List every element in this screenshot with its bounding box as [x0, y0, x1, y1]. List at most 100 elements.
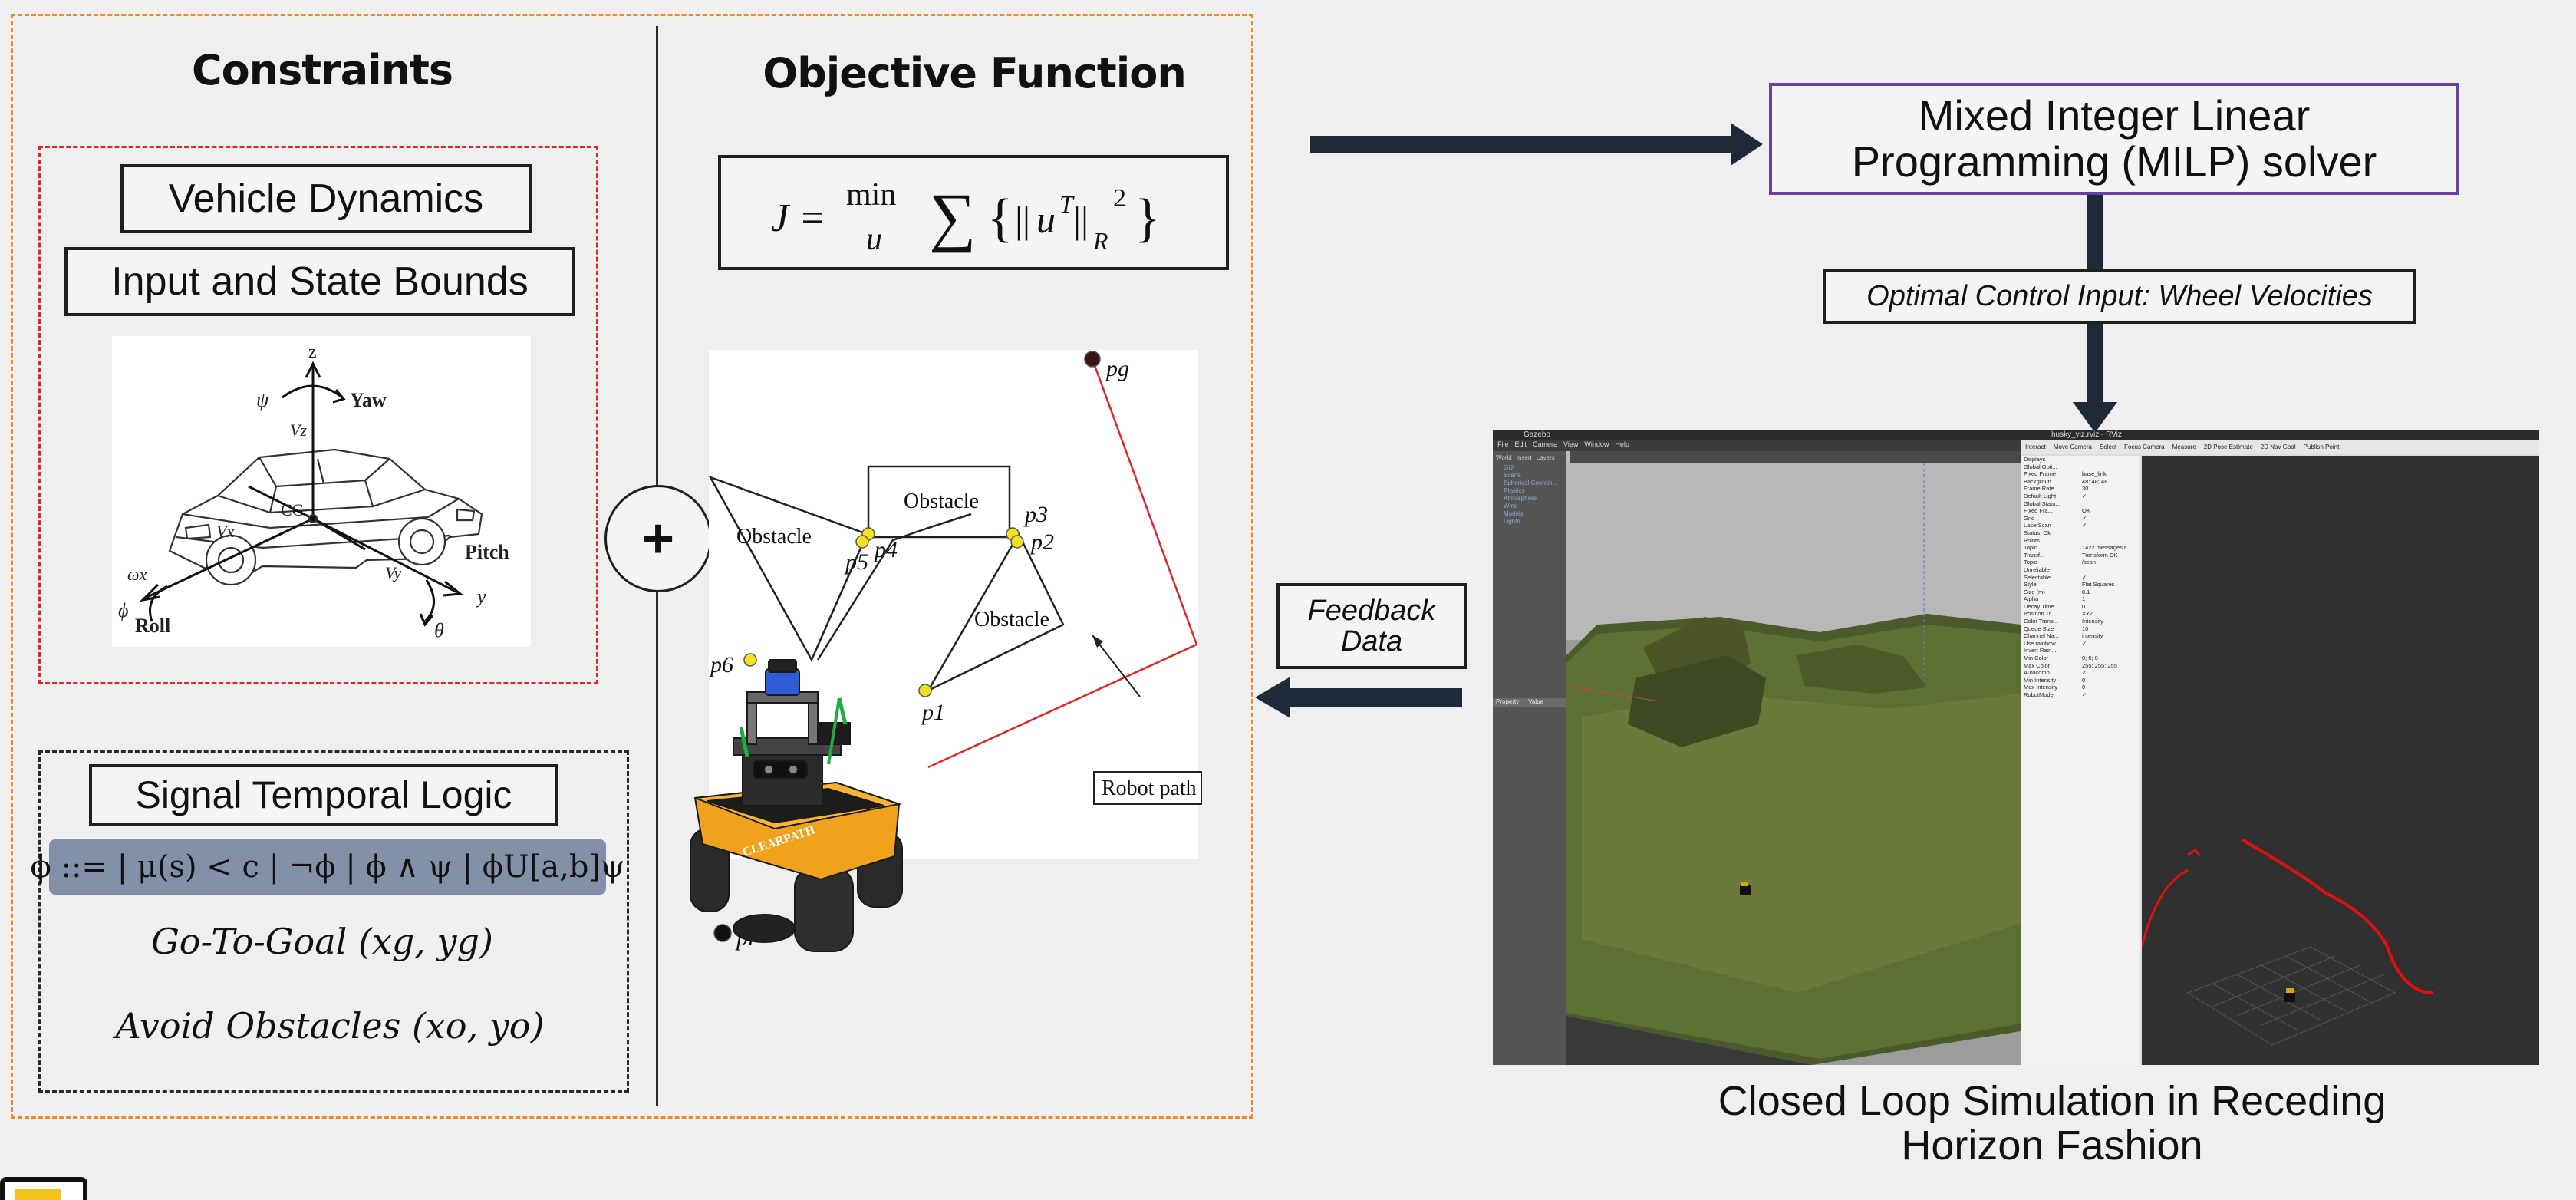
rviz-display-row[interactable]: Min Intensity 0	[2024, 677, 2140, 684]
rviz-display-row[interactable]: Points	[2024, 537, 2140, 545]
dynamics-constraints-box	[38, 146, 598, 684]
rviz-tool-pose-estimate[interactable]: 2D Pose Estimate	[2203, 443, 2253, 450]
feedback-arrow	[1289, 688, 1462, 707]
gazebo-tree-scene[interactable]: Scene	[1504, 472, 1521, 479]
rviz-display-value: ✓	[2082, 669, 2087, 677]
rviz-display-key: Color Trans...	[2024, 618, 2059, 625]
stl-specification-box	[38, 750, 629, 1093]
gazebo-menubar[interactable]: File Edit Camera View Window Help	[1493, 440, 2021, 451]
rviz-display-row[interactable]: Grid✓	[2024, 515, 2140, 523]
rviz-display-key: Topic	[2024, 559, 2037, 566]
rviz-display-row[interactable]: RobotModel ✓	[2024, 691, 2140, 699]
rviz-display-key: Min Intensity	[2024, 676, 2057, 684]
rviz-display-value: ✓	[2082, 691, 2087, 698]
rviz-title: husky_viz.rviz - RViz	[2051, 430, 2122, 439]
rviz-toolbar[interactable]: Interact Move Camera Select Focus Camera…	[2021, 440, 2539, 454]
gazebo-tree-lights[interactable]: Lights	[1504, 518, 1520, 525]
gazebo-tab-world[interactable]: World	[1496, 454, 1512, 461]
rviz-display-row[interactable]: Backgroun...48; 48; 48	[2024, 478, 2140, 486]
rviz-tool-interact[interactable]: Interact	[2025, 443, 2046, 450]
rviz-display-row[interactable]: Topic/scan	[2024, 559, 2140, 566]
simulation-screenshot: Gazebo File Edit Camera View Window Help…	[1493, 430, 2539, 1065]
stl-grammar: ϕ ::= | μ(s) < c | ¬ϕ | ϕ ∧ ψ | ϕU[a,b]ψ	[31, 839, 625, 895]
axis-label-psi: ψ	[256, 389, 269, 411]
rviz-display-key: Transf...	[2024, 551, 2045, 559]
feedback-data-box: Feedback Data	[1276, 583, 1467, 669]
gazebo-menu-view[interactable]: View	[1563, 440, 1579, 448]
gazebo-tab-insert[interactable]: Insert	[1516, 454, 1532, 461]
rviz-tool-move-camera[interactable]: Move Camera	[2053, 443, 2092, 450]
rviz-display-value: 255; 255; 255	[2082, 661, 2117, 669]
rviz-display-value: 1422 messages r...	[2082, 544, 2131, 552]
rviz-display-row[interactable]: Invert Rain...	[2024, 647, 2140, 654]
rviz-display-value: 0	[2082, 676, 2086, 684]
path-planning-svg: Obstacle Obstacle Obstacle Robot path pg…	[690, 351, 1202, 952]
rviz-tool-publish-point[interactable]: Publish Point	[2303, 443, 2340, 450]
gazebo-tree-gui[interactable]: GUI	[1504, 464, 1515, 471]
axis-label-vx: Vx	[216, 522, 234, 541]
robot-path-label: Robot path	[1102, 776, 1197, 800]
rviz-display-row[interactable]: Unreliable	[2024, 566, 2140, 574]
gazebo-menu-help[interactable]: Help	[1615, 440, 1629, 448]
rviz-tool-select[interactable]: Select	[2099, 443, 2117, 450]
obstacle-top	[867, 465, 1011, 539]
rviz-display-key: RobotModel	[2024, 691, 2055, 698]
axis-label-pitch: Pitch	[465, 541, 509, 563]
gazebo-tree-atmosphere[interactable]: Atmosphere	[1504, 495, 1537, 502]
rviz-display-row[interactable]: Fixed Fra...OK	[2024, 507, 2140, 515]
rviz-display-row[interactable]: Default Light✓	[2024, 493, 2140, 500]
rviz-display-value	[2082, 456, 2139, 463]
corner-logo	[0, 1177, 87, 1200]
rviz-display-row[interactable]: Global Opti...	[2024, 463, 2140, 471]
rviz-tool-nav-goal[interactable]: 2D Nav Goal	[2260, 443, 2296, 450]
rviz-display-row[interactable]: Use rainbow✓	[2024, 640, 2140, 648]
gazebo-tree-wind[interactable]: Wind	[1504, 503, 1518, 509]
rviz-tool-focus-camera[interactable]: Focus Camera	[2124, 443, 2165, 450]
svg-text:u: u	[1036, 198, 1056, 241]
rviz-display-row[interactable]: Transf...Transform OK	[2024, 552, 2140, 559]
rviz-display-key: Use rainbow	[2024, 639, 2056, 647]
husky-robot	[690, 659, 903, 952]
svg-text:2: 2	[1113, 184, 1126, 213]
point-label-p5: p5	[844, 549, 868, 575]
rviz-display-row[interactable]: Size (m)0.1	[2024, 588, 2140, 596]
gazebo-tree-models[interactable]: Models	[1504, 510, 1524, 517]
go-to-goal-spec: Go-To-Goal (xg, yg)	[151, 921, 493, 962]
rviz-display-row[interactable]: LaserScan✓	[2024, 522, 2140, 529]
rviz-display-row[interactable]: Channel Na...intensity	[2024, 632, 2140, 640]
gazebo-tree-physics[interactable]: Physics	[1504, 487, 1525, 494]
rviz-display-row[interactable]: Global Statu...	[2024, 500, 2140, 508]
rviz-display-row[interactable]: Color Trans...Intensity	[2024, 618, 2140, 625]
rviz-3d-view[interactable]	[2142, 456, 2539, 1065]
rviz-display-row[interactable]: Displays	[2024, 456, 2140, 463]
axis-label-vy: Vy	[385, 563, 401, 582]
rviz-display-row[interactable]: Autocomp...✓	[2024, 669, 2140, 677]
rviz-display-row[interactable]: Selectable✓	[2024, 574, 2140, 582]
gazebo-menu-camera[interactable]: Camera	[1533, 440, 1558, 448]
gazebo-tree-spherical[interactable]: Spherical Coordin...	[1504, 480, 1558, 486]
rviz-display-key: Fixed Fra...	[2024, 507, 2053, 515]
gazebo-tab-layers[interactable]: Layers	[1536, 454, 1555, 461]
gazebo-toolbar[interactable]	[1570, 451, 2021, 463]
svg-text:}: }	[1135, 189, 1161, 248]
gazebo-menu-window[interactable]: Window	[1584, 440, 1609, 448]
rviz-tool-measure[interactable]: Measure	[2172, 443, 2196, 450]
rviz-display-key: Queue Size	[2024, 625, 2054, 632]
gazebo-menu-file[interactable]: File	[1497, 440, 1509, 448]
gazebo-menu-edit[interactable]: Edit	[1514, 440, 1527, 448]
gazebo-viewport[interactable]	[1566, 463, 2021, 1065]
rviz-display-row[interactable]: Status: Ok	[2024, 529, 2140, 537]
rviz-display-row[interactable]: Position Tr...XYZ	[2024, 610, 2140, 618]
rviz-display-value: 0.1	[2082, 588, 2090, 595]
